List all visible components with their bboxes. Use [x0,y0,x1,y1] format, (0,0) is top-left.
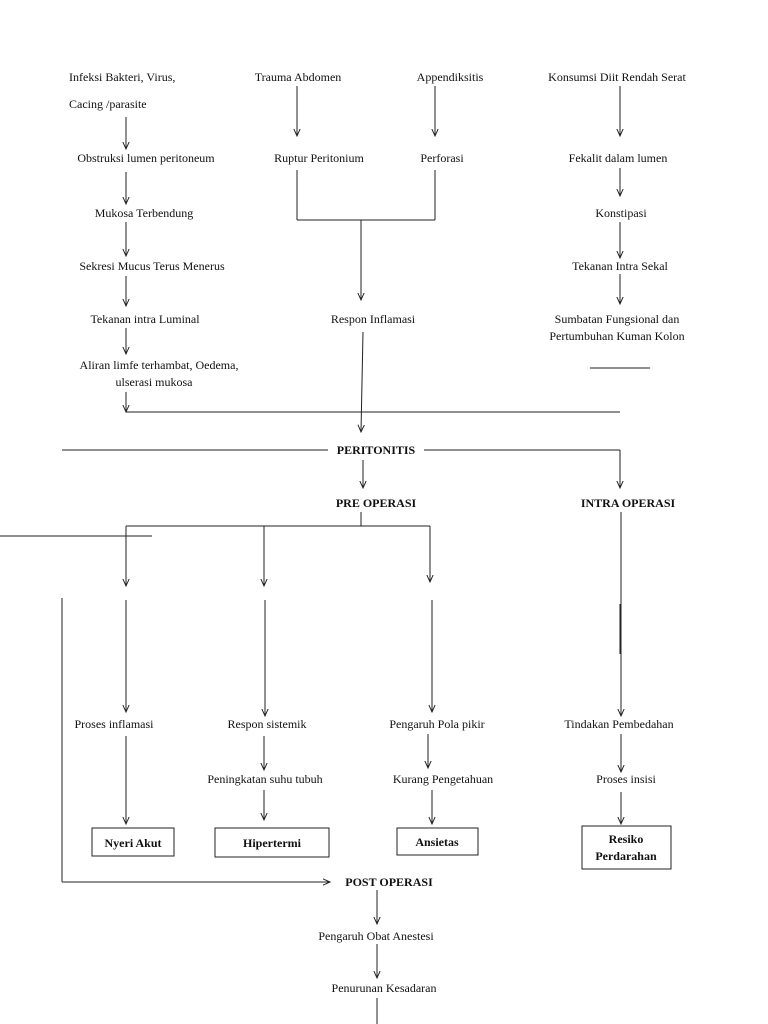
box-ansietas [396,827,479,856]
label-appendiksitis: Appendiksitis [417,70,484,84]
label-ruptur: Ruptur Peritonium [274,151,364,165]
labels: Infeksi Bakteri, Virus, Cacing /parasite… [69,70,686,995]
label-proses-inflamasi: Proses inflamasi [75,717,155,731]
outcome-boxes [91,825,672,870]
label-resiko-line1: Resiko [609,832,644,846]
label-infeksi-line2: Cacing /parasite [69,97,147,111]
label-infeksi-line1: Infeksi Bakteri, Virus, [69,70,175,84]
label-ansietas: Ansietas [415,835,459,849]
label-mukosa: Mukosa Terbendung [95,206,194,220]
label-aliran-line1: Aliran limfe terhambat, Oedema, [80,358,239,372]
label-nyeri-akut: Nyeri Akut [105,836,162,850]
label-peningkatan-suhu: Peningkatan suhu tubuh [207,772,322,786]
label-tekanan-luminal: Tekanan intra Luminal [90,312,200,326]
label-sekresi: Sekresi Mucus Terus Menerus [79,259,225,273]
box-resiko-perdarahan [581,825,672,870]
box-nyeri-akut [91,827,175,857]
label-fekalit: Fekalit dalam lumen [569,151,668,165]
label-pengaruh-obat: Pengaruh Obat Anestesi [318,929,434,943]
label-pengaruh-pola: Pengaruh Pola pikir [389,717,484,731]
label-respon-inflamasi: Respon Inflamasi [331,312,416,326]
label-tindakan: Tindakan Pembedahan [564,717,673,731]
label-resiko-line2: Perdarahan [595,849,657,863]
arrow-respon-peritonitis [361,331,363,432]
label-konsumsi: Konsumsi Diit Rendah Serat [548,70,686,84]
label-perforasi: Perforasi [420,151,464,165]
label-penurunan-kesadaran: Penurunan Kesadaran [332,981,437,995]
label-trauma: Trauma Abdomen [255,70,342,84]
label-post-operasi: POST OPERASI [345,875,433,889]
label-obstruksi: Obstruksi lumen peritoneum [77,151,215,165]
label-respon-sistemik: Respon sistemik [227,717,306,731]
box-hipertermi [214,827,330,858]
label-kurang-pengetahuan: Kurang Pengetahuan [393,772,493,786]
label-konstipasi: Konstipasi [595,206,647,220]
label-proses-insisi: Proses insisi [596,772,656,786]
label-pre-operasi: PRE OPERASI [336,496,417,510]
label-hipertermi: Hipertermi [243,836,302,850]
label-sumbatan-line1: Sumbatan Fungsional dan [555,312,680,326]
label-sumbatan-line2: Pertumbuhan Kuman Kolon [549,329,684,343]
label-intra-operasi: INTRA OPERASI [581,496,676,510]
label-tekanan-sekal: Tekanan Intra Sekal [572,259,668,273]
connectors [0,86,650,1024]
label-peritonitis: PERITONITIS [337,443,416,457]
label-aliran-line2: ulserasi mukosa [116,375,194,389]
